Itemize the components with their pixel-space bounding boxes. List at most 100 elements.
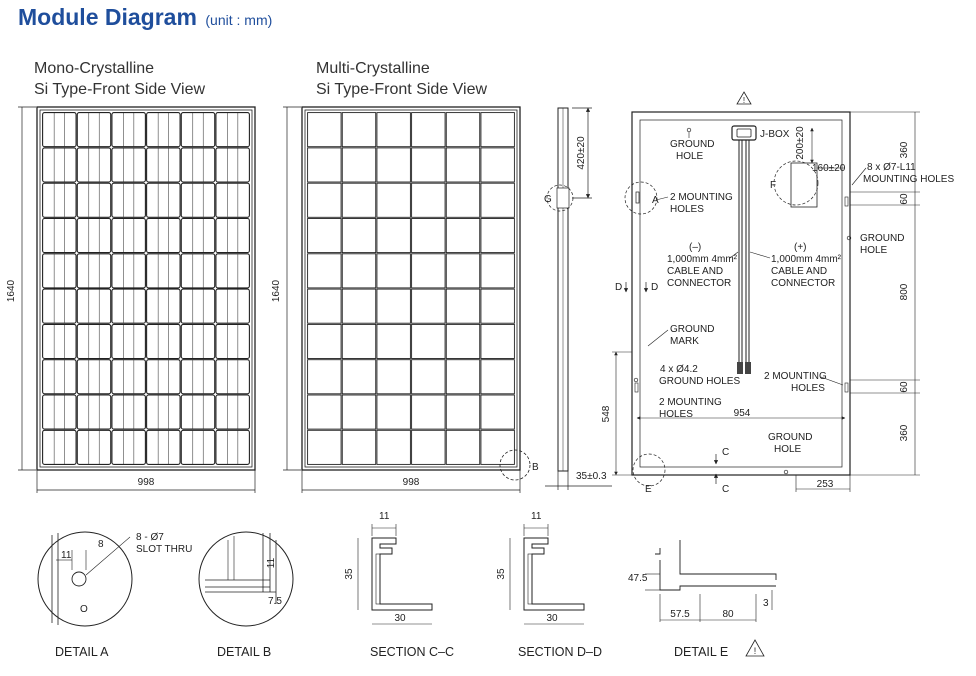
solar-cell xyxy=(215,253,250,289)
multi-view-label: Multi-Crystalline Si Type-Front Side Vie… xyxy=(316,58,487,100)
dd-30: 30 xyxy=(546,613,558,624)
mark-d2: D xyxy=(651,282,658,293)
solar-cell xyxy=(215,217,250,254)
solar-cell xyxy=(341,359,377,395)
solar-cell xyxy=(215,394,250,430)
detail-b-caption: DETAIL B xyxy=(217,645,271,659)
dim-160-label: 160±20 xyxy=(812,163,846,174)
detail-b-11: 11 xyxy=(266,557,277,568)
solar-cell xyxy=(111,394,146,430)
solar-cell xyxy=(341,182,377,218)
solar-cell xyxy=(42,288,77,324)
solar-cell xyxy=(76,147,112,183)
mono-view-label: Mono-Crystalline Si Type-Front Side View xyxy=(34,58,205,100)
mono-cell-grid xyxy=(42,112,250,465)
solar-cell xyxy=(341,147,377,183)
slot-holes-2: MOUNTING HOLES xyxy=(863,174,954,185)
solar-cell xyxy=(376,218,411,254)
dd-caption: SECTION D–D xyxy=(518,645,602,659)
solar-cell xyxy=(445,147,481,183)
svg-text:!: ! xyxy=(743,96,745,105)
detail-g-mark: G xyxy=(544,194,552,205)
solar-cell xyxy=(42,323,77,360)
solar-cell xyxy=(480,394,515,430)
solar-cell xyxy=(341,323,377,359)
solar-cell xyxy=(180,359,216,395)
detail-e: 47.5 57.5 80 3 DETAIL E ! xyxy=(628,540,777,659)
solar-cell xyxy=(42,359,77,395)
solar-cell xyxy=(215,429,250,465)
solar-cell xyxy=(146,182,181,218)
solar-cell xyxy=(307,218,342,254)
solar-cell xyxy=(411,429,446,465)
solar-cell xyxy=(480,182,515,218)
solar-cell xyxy=(111,323,146,360)
solar-cell xyxy=(307,147,342,183)
mark-d1: D xyxy=(615,282,622,293)
solar-cell xyxy=(146,429,181,465)
dim-954-label: 954 xyxy=(734,408,751,419)
solar-cell xyxy=(42,429,77,465)
solar-cell xyxy=(146,323,181,360)
solar-cell xyxy=(480,253,515,289)
solar-cell xyxy=(215,359,250,395)
detail-a-slot-1: 8 - Ø7 xyxy=(136,532,164,543)
detail-b-marker: B xyxy=(499,449,539,481)
solar-cell xyxy=(76,182,112,218)
solar-cell xyxy=(215,112,250,148)
solar-cell xyxy=(411,394,446,430)
neg-line1: 1,000mm 4mm² xyxy=(667,254,738,265)
side-420-label: 420±20 xyxy=(576,136,587,170)
solar-cell xyxy=(42,112,77,148)
mark-a: A xyxy=(652,195,659,206)
diagram-title: Module Diagram (unit : mm) xyxy=(18,4,272,31)
solar-cell xyxy=(341,218,377,254)
solar-cell xyxy=(76,394,112,430)
multi-height-label: 1640 xyxy=(271,279,282,302)
side-view: G 420±20 35±0.3 xyxy=(544,107,612,490)
solar-cell xyxy=(445,182,481,218)
e-80: 80 xyxy=(722,609,734,620)
dim-60-top-label: 60 xyxy=(899,193,910,205)
solar-cell xyxy=(76,288,112,324)
solar-cell xyxy=(480,359,515,395)
detail-a: 11 8 8 - Ø7 SLOT THRU O DETAIL A xyxy=(37,531,192,659)
pos-sign: (+) xyxy=(794,242,807,253)
solar-cell xyxy=(445,394,481,430)
solar-cell xyxy=(111,112,146,148)
mount-right-2: HOLES xyxy=(791,383,825,394)
ground-hole-top-1: GROUND xyxy=(670,139,714,150)
solar-cell xyxy=(445,218,481,254)
solar-cell xyxy=(445,112,481,148)
solar-cell xyxy=(411,182,446,218)
detail-b-mark: B xyxy=(532,462,539,473)
ground-mark-1: GROUND xyxy=(670,324,714,335)
solar-cell xyxy=(307,253,342,289)
ground-hole-right-2: HOLE xyxy=(860,245,888,256)
solar-cell xyxy=(180,288,216,324)
solar-cell xyxy=(445,253,481,289)
solar-cell xyxy=(111,253,146,289)
solar-cell xyxy=(411,112,446,148)
mono-height-dim: 1640 xyxy=(6,106,36,471)
unit-text: (unit : mm) xyxy=(205,12,273,28)
solar-cell xyxy=(42,394,77,430)
solar-cell xyxy=(445,288,481,324)
solar-cell xyxy=(146,359,181,395)
holes-42-1: 4 x Ø4.2 xyxy=(660,364,698,375)
solar-cell xyxy=(42,217,77,254)
solar-cell xyxy=(411,147,446,183)
dim-200-label: 200±20 xyxy=(795,126,806,160)
cc-35: 35 xyxy=(344,568,355,580)
solar-cell xyxy=(111,217,146,254)
dd-35: 35 xyxy=(496,568,507,580)
solar-cell xyxy=(341,429,377,465)
solar-cell xyxy=(411,359,446,395)
solar-cell xyxy=(307,429,342,465)
mount-left-1: 2 MOUNTING xyxy=(659,397,722,408)
solar-cell xyxy=(180,253,216,289)
ground-bottom-2: HOLE xyxy=(774,444,802,455)
warning-icon xyxy=(736,91,752,105)
solar-cell xyxy=(376,288,411,324)
